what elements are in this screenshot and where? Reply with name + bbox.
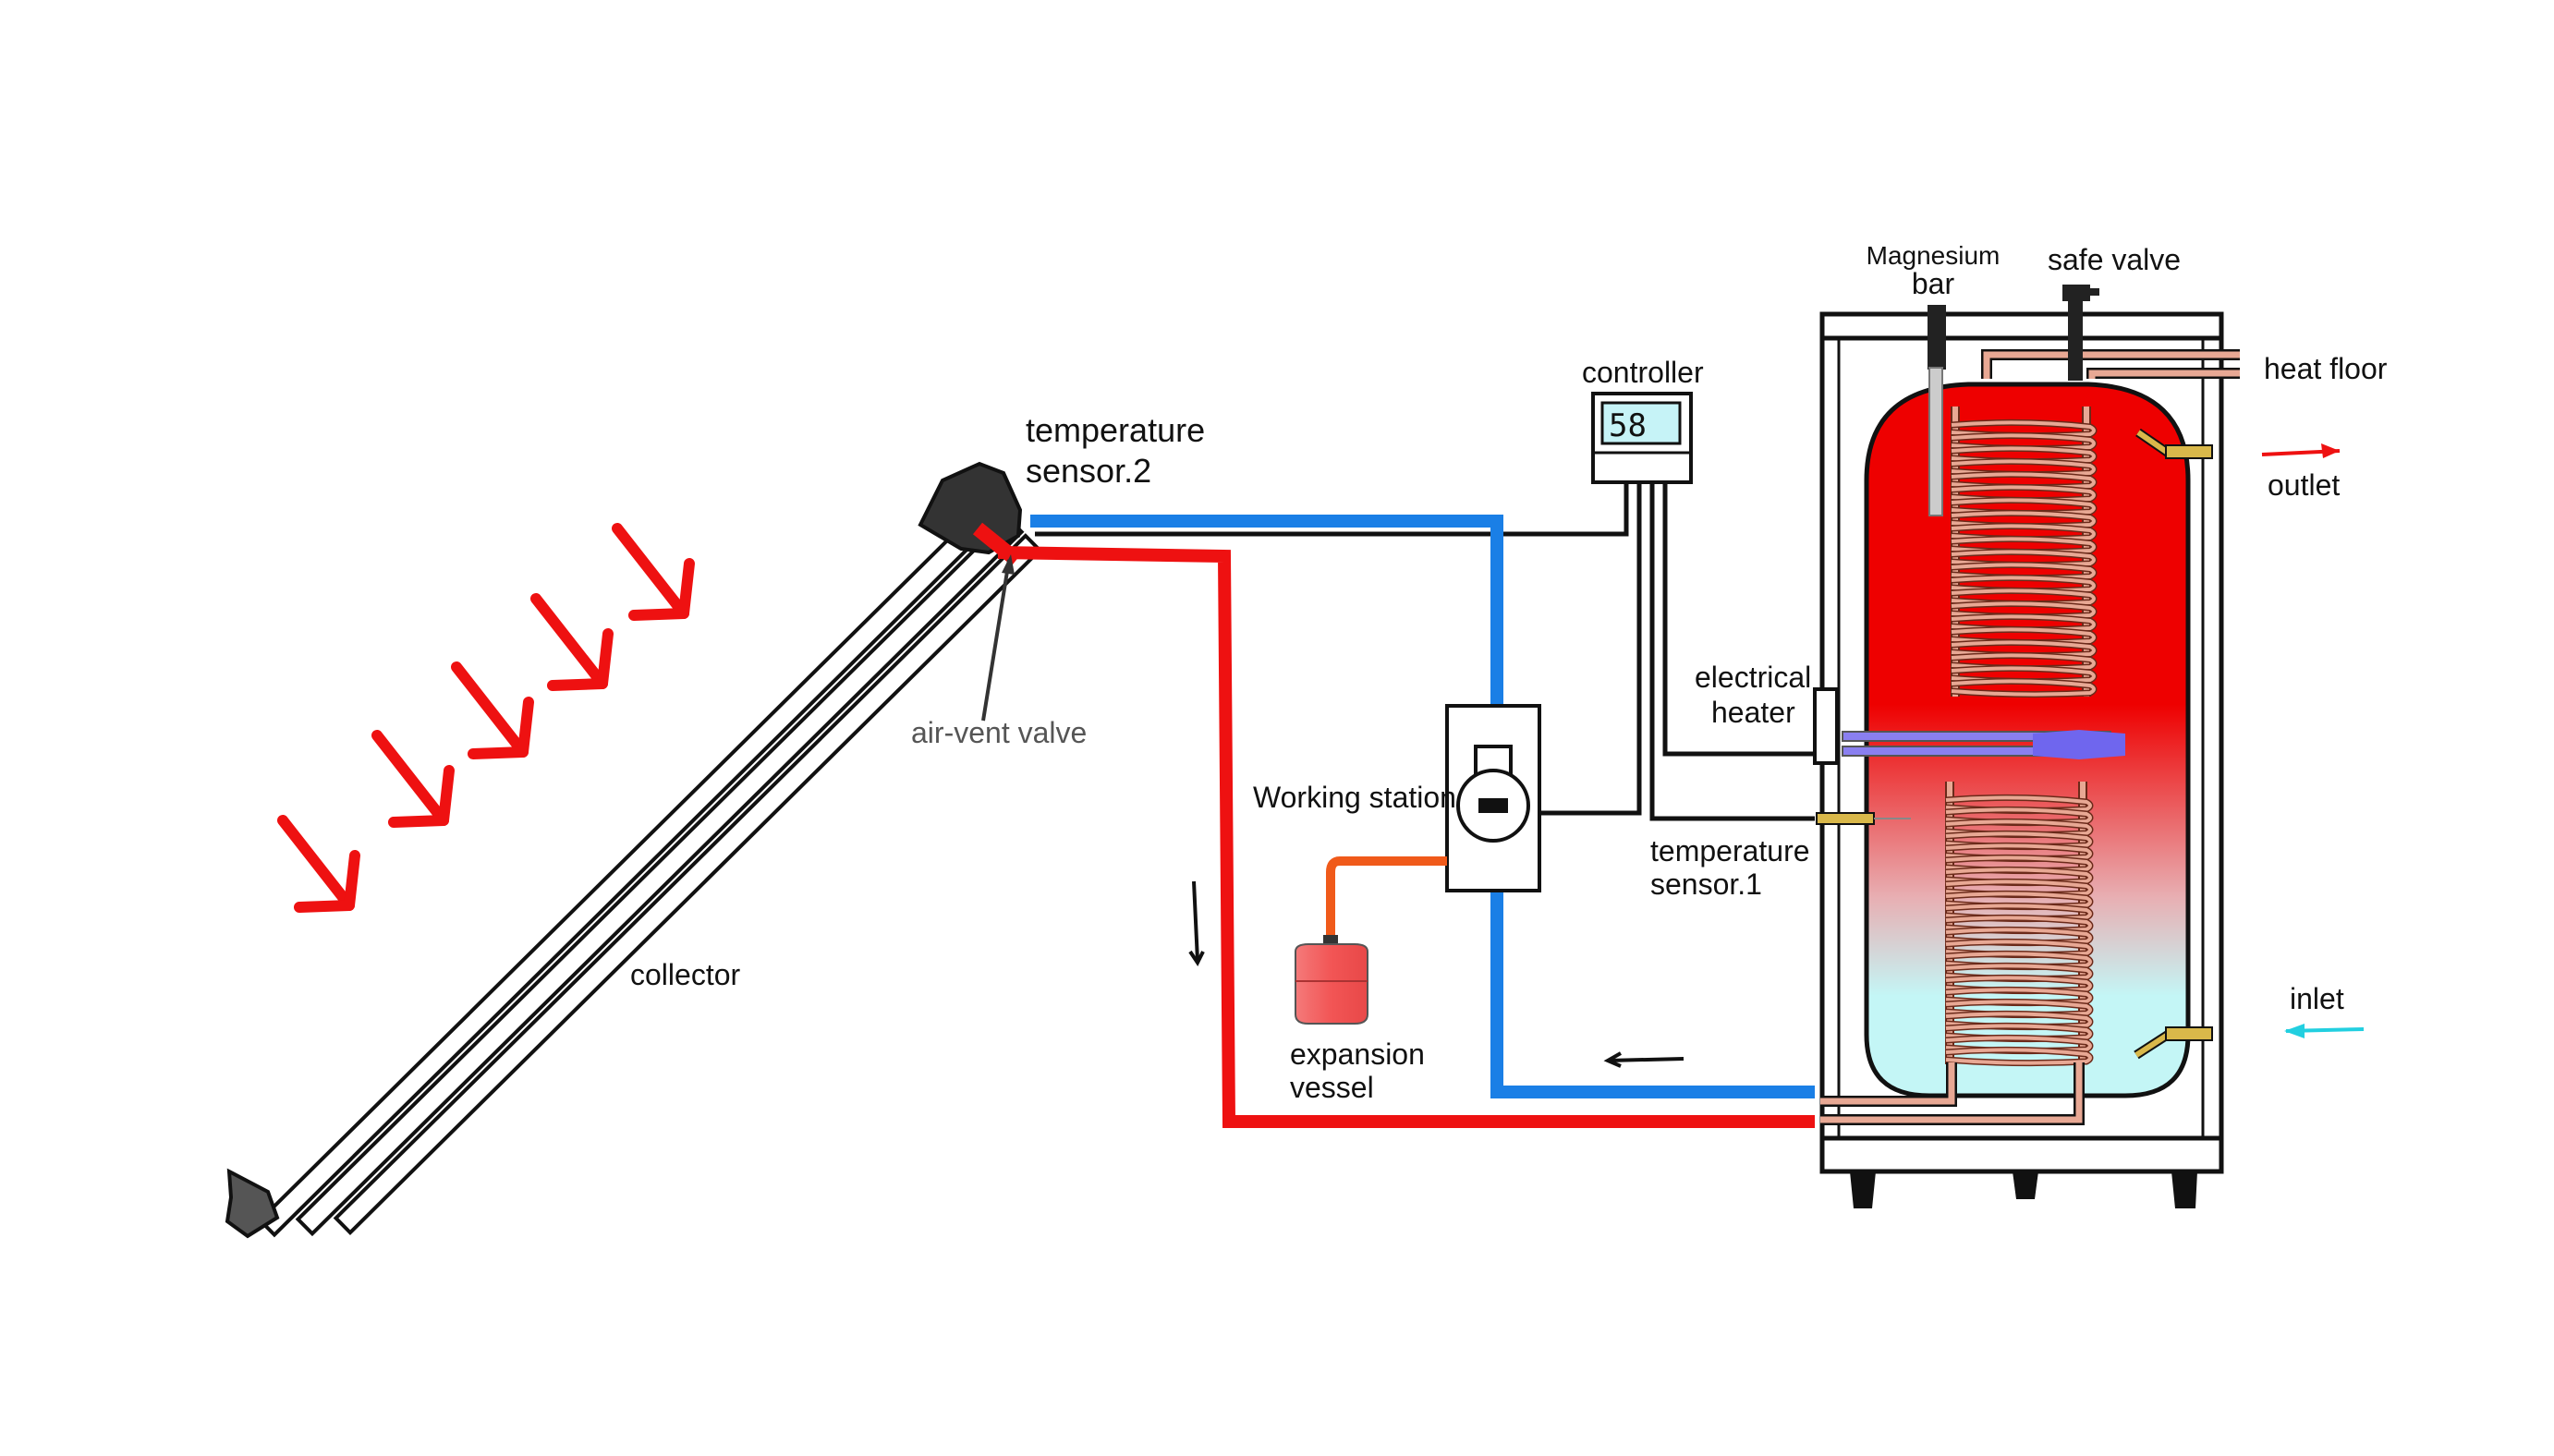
inlet-arrow <box>2284 1024 2365 1038</box>
flow-arrow-down <box>1188 880 1205 966</box>
magnesium-bar-label-1: Magnesium <box>1867 241 2001 270</box>
working-station <box>1445 704 1541 892</box>
tank-foot-left <box>1850 1171 1876 1208</box>
tank-foot-right <box>2171 1171 2197 1208</box>
electrical-heater <box>1813 687 2125 765</box>
electrical-heater-label-2: heater <box>1711 696 1795 729</box>
safe-valve-label: safe valve <box>2048 243 2181 276</box>
safe-valve <box>2062 285 2099 381</box>
collector-manifold <box>918 461 1023 555</box>
sensor1-wire <box>1649 482 1815 821</box>
controller-display-value: 58 <box>1609 407 1647 444</box>
outlet-arrow <box>2261 443 2341 458</box>
sunlight-arrows <box>277 523 695 913</box>
sun-arrow-3 <box>451 661 534 759</box>
upper-heat-coil <box>1951 406 2098 698</box>
collector-tube-2 <box>295 515 1025 1237</box>
flow-arrow-left <box>1603 1051 1684 1068</box>
collector-tube-3 <box>257 496 1006 1238</box>
expansion-vessel-label-1: expansion <box>1290 1037 1425 1071</box>
solar-coil-connections <box>1820 1062 2085 1125</box>
temperature-sensor-1 <box>1816 812 1911 825</box>
inlet-label: inlet <box>2290 982 2344 1015</box>
temperature-sensor-1-label-2: sensor.1 <box>1650 868 1762 901</box>
sun-arrow-5 <box>612 523 695 621</box>
expansion-vessel-label-2: vessel <box>1290 1071 1374 1104</box>
outlet-label: outlet <box>2268 468 2340 502</box>
collector-end-cap <box>225 1168 280 1239</box>
heat-floor-pipes <box>1981 349 2240 379</box>
controller: 58 <box>1591 392 1693 484</box>
sun-arrow-1 <box>277 815 360 913</box>
temperature-sensor-2-label-2: sensor.2 <box>1026 452 1151 490</box>
outlet-fitting <box>2135 428 2213 459</box>
collector-label: collector <box>630 958 741 991</box>
working-station-label: Working station <box>1253 781 1456 814</box>
magnesium-bar <box>1928 305 1946 516</box>
electrical-heater-label-1: electrical <box>1695 661 1811 694</box>
temperature-sensor-2-label-1: temperature <box>1026 411 1205 449</box>
lower-heat-coil <box>1945 782 2094 1067</box>
solar-collector <box>225 461 1043 1239</box>
sun-arrow-2 <box>371 730 455 828</box>
station-wire <box>1541 482 1642 816</box>
collector-tube-1 <box>333 533 1043 1235</box>
sun-arrow-4 <box>530 593 614 691</box>
air-vent-pointer <box>981 559 1011 722</box>
expansion-vessel <box>1295 856 1447 1025</box>
hot-pipe-stub <box>972 522 1022 566</box>
heat-floor-label: heat floor <box>2264 352 2388 385</box>
hot-flow-pipe <box>997 546 1815 1128</box>
magnesium-bar-label-2: bar <box>1912 267 1955 300</box>
temperature-sensor-1-label-1: temperature <box>1650 834 1810 868</box>
heater-wire <box>1662 482 1817 757</box>
inlet-fitting <box>2134 1026 2213 1060</box>
controller-display <box>1600 401 1682 445</box>
air-vent-valve-label: air-vent valve <box>911 716 1087 749</box>
controller-label: controller <box>1582 356 1704 389</box>
tank-foot-middle <box>2013 1171 2038 1199</box>
sensor2-wire <box>1035 482 1629 537</box>
